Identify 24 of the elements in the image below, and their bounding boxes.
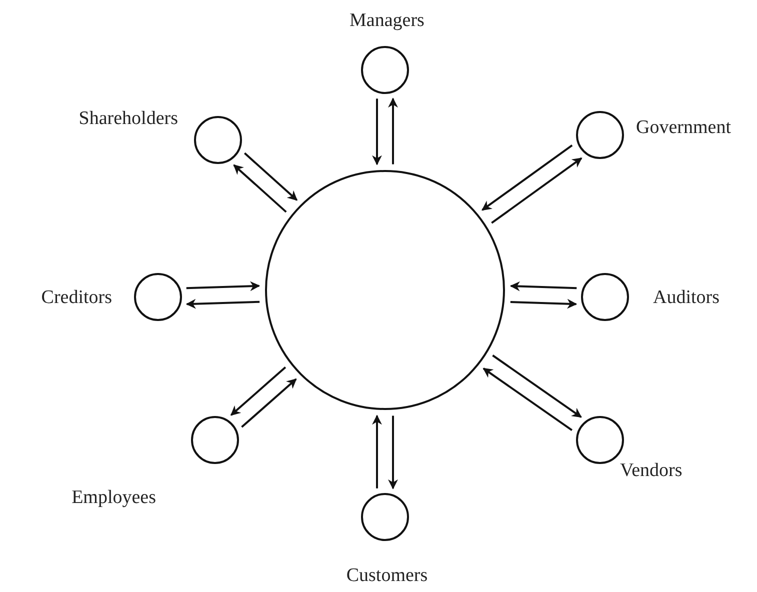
arrow [491, 157, 582, 224]
arrow [492, 354, 582, 418]
node-label: Customers [346, 564, 428, 588]
arrow [510, 298, 578, 309]
node-label: Employees [72, 486, 156, 510]
arrow [233, 164, 287, 213]
arrow [510, 281, 577, 292]
arrow [244, 152, 298, 201]
arrow [186, 281, 260, 292]
node-label: Creditors [41, 286, 112, 310]
node-label: Managers [350, 9, 424, 33]
node-label: Government [636, 116, 731, 140]
arrow [482, 144, 573, 211]
arrow [372, 414, 382, 488]
arrow [388, 416, 398, 490]
arrow [388, 98, 398, 164]
arrow [186, 298, 260, 309]
arrow [241, 378, 297, 428]
node-label: Shareholders [78, 107, 178, 131]
arrow [230, 366, 286, 416]
node-label: Auditors [653, 286, 720, 310]
arrow [372, 98, 382, 166]
arrow [482, 368, 573, 431]
node-label: Vendors [620, 459, 682, 483]
